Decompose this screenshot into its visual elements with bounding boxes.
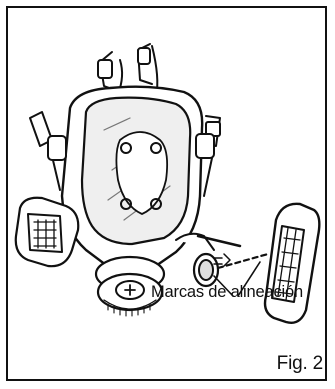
left-mount: [47, 135, 67, 161]
right-inhalation-port: [175, 232, 242, 288]
right-mount: [195, 133, 215, 159]
alignment-marks-label: Marcas de alineación: [151, 283, 303, 301]
head-harness-straps: [29, 43, 221, 147]
alignment-dashed-line: [216, 252, 270, 270]
exhalation-valve: [94, 255, 166, 317]
left-cartridge: [14, 196, 80, 268]
right-cartridge: [263, 202, 321, 324]
figure-number: Fig. 2: [276, 353, 324, 374]
callout-leader-lines: [213, 261, 261, 297]
